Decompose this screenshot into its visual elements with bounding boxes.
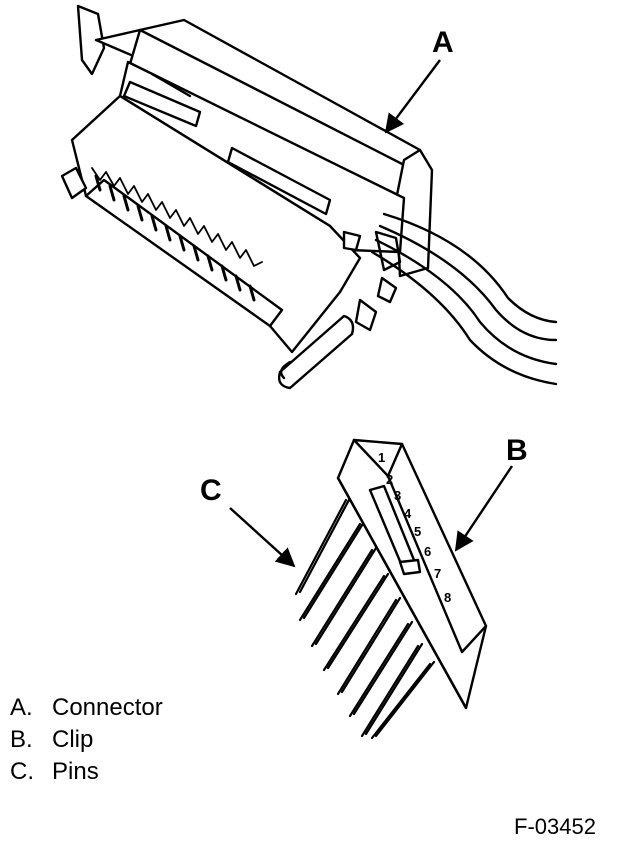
legend-key: A. (10, 694, 33, 721)
legend-label: Pins (52, 758, 99, 785)
callout-b-arrow (454, 465, 513, 552)
pin-number-5: 5 (414, 524, 421, 539)
pin-number-4: 4 (404, 506, 412, 521)
legend: A. Connector B. Clip C. Pins (10, 692, 163, 788)
legend-key: C. (10, 758, 34, 785)
legend-item-clip: B. Clip (10, 724, 163, 756)
pin-number-6: 6 (424, 544, 431, 559)
figure-id: F-03452 (514, 814, 596, 839)
pin-number-2: 2 (386, 472, 393, 487)
pin-number-3: 3 (394, 488, 401, 503)
pin-number-labels: 1 2 3 4 5 6 7 8 (378, 450, 451, 605)
pins (294, 496, 436, 740)
callout-c-label: C (200, 474, 222, 507)
legend-item-connector: A. Connector (10, 692, 163, 724)
callout-a-arrow (384, 59, 441, 134)
callout-a-label: A (432, 26, 454, 59)
legend-key: B. (10, 726, 33, 753)
legend-label: Connector (52, 694, 163, 721)
pin-number-1: 1 (378, 450, 385, 465)
pin-number-7: 7 (434, 566, 441, 581)
pin-number-8: 8 (444, 590, 451, 605)
callout-c-arrow (229, 507, 296, 568)
callout-b-label: B (506, 434, 528, 467)
pin-clip-drawing (294, 438, 488, 740)
legend-label: Clip (52, 726, 94, 753)
legend-item-pins: C. Pins (10, 756, 163, 788)
connector-drawing (60, 4, 558, 390)
